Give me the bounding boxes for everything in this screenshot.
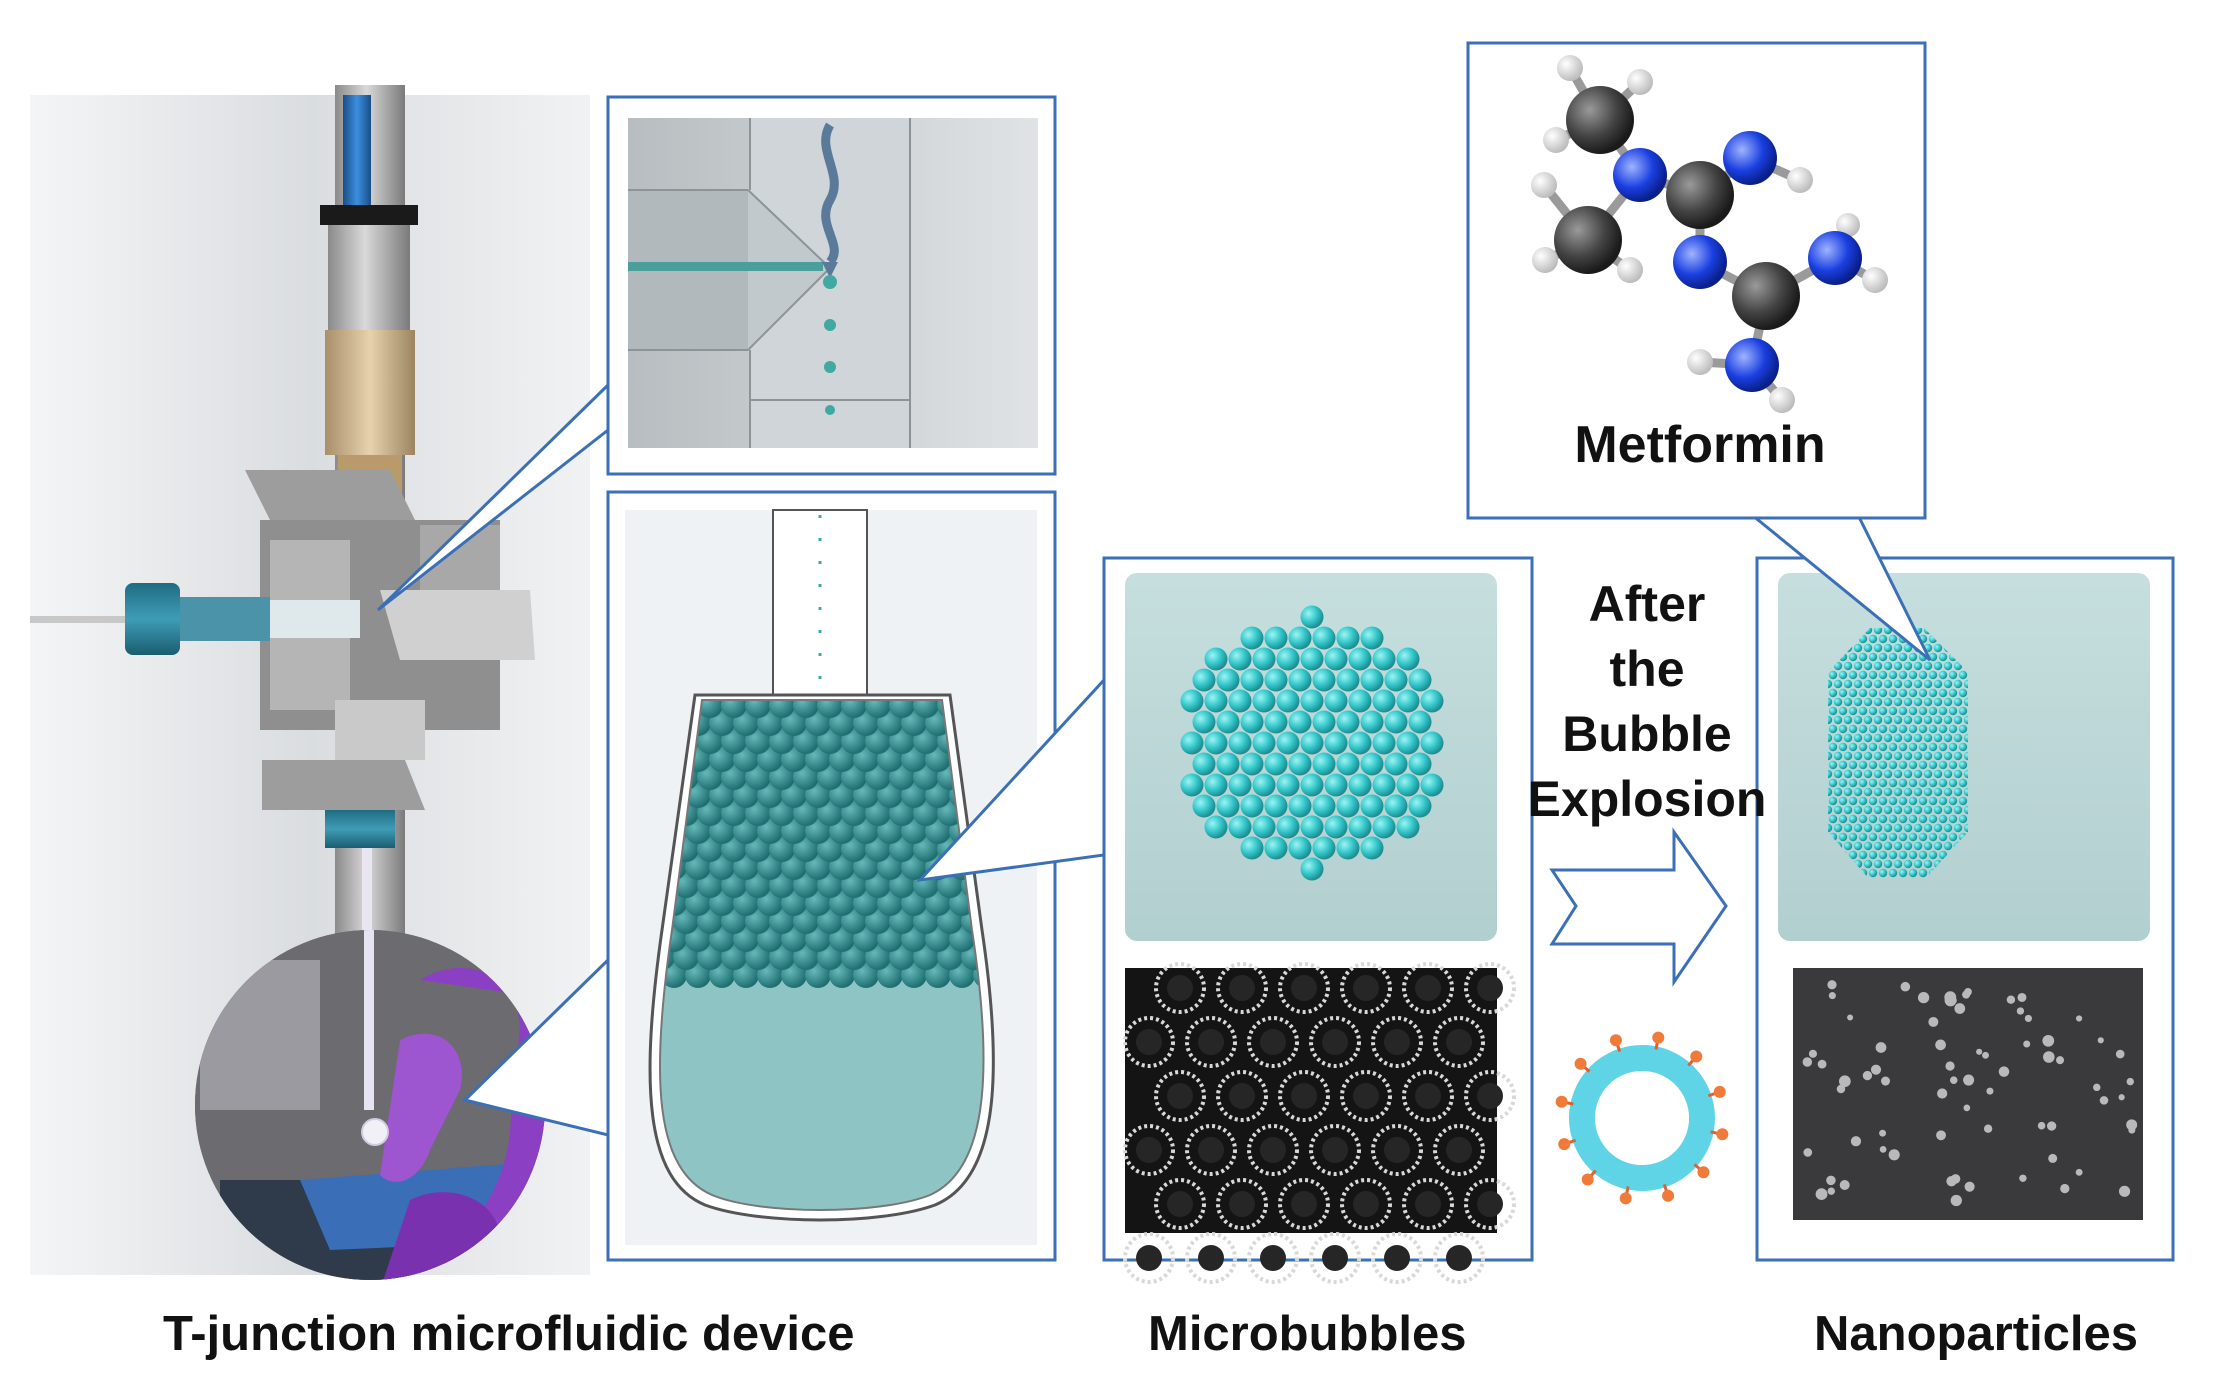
molecule-name: Metformin bbox=[1574, 416, 1826, 474]
process-arrow-icon bbox=[1549, 827, 1728, 987]
callout-flask bbox=[462, 956, 610, 1137]
process-step-line: After bbox=[1588, 576, 1706, 632]
metformin-molecule bbox=[1531, 55, 1888, 413]
microbubbles-panel bbox=[1102, 556, 1534, 1284]
caption-nanoparticles: Nanoparticles bbox=[1814, 1307, 2139, 1361]
process-step-label: After the Bubble Explosion bbox=[1497, 572, 1797, 832]
collection-flask bbox=[606, 490, 1057, 1262]
process-step-line: Bubble bbox=[1562, 706, 1732, 762]
process-step-line: the bbox=[1609, 641, 1685, 697]
callout-microbubbles bbox=[916, 676, 1106, 883]
caption-microbubbles: Microbubbles bbox=[1148, 1307, 1467, 1361]
sem-image bbox=[1793, 968, 2143, 1220]
flask-bubble-stack bbox=[659, 700, 984, 988]
caption-device: T-junction microfluidic device bbox=[163, 1307, 855, 1361]
process-step-line: Explosion bbox=[1527, 771, 1767, 827]
nanoparticles-panel bbox=[1755, 556, 2175, 1262]
liposome-icon bbox=[1555, 1031, 1729, 1205]
channel-zoom bbox=[606, 95, 1057, 476]
callout-channel bbox=[376, 381, 610, 612]
